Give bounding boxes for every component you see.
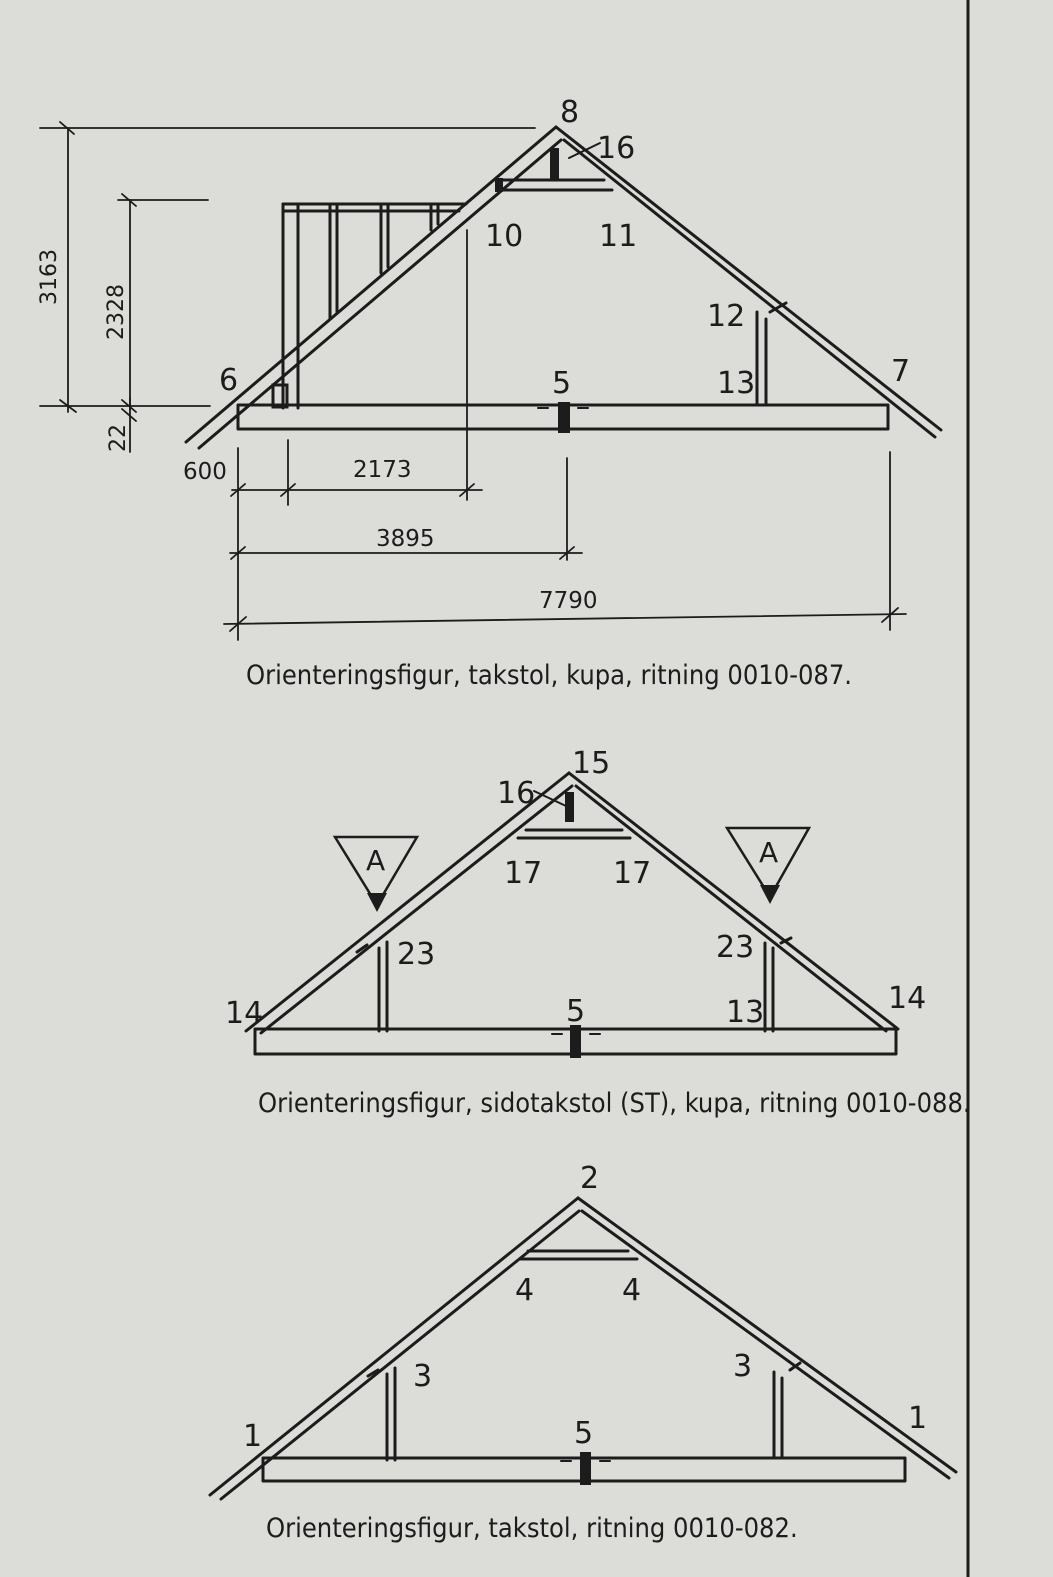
dimension-kupa-width: 2173 bbox=[353, 457, 412, 483]
part-label: 23 bbox=[716, 930, 754, 965]
part-label: 5 bbox=[566, 994, 585, 1029]
part-label: 23 bbox=[397, 937, 435, 972]
section-marker-left bbox=[332, 835, 420, 912]
part-label: 4 bbox=[622, 1273, 641, 1308]
part-label: 4 bbox=[515, 1273, 534, 1308]
section-marker-right bbox=[724, 826, 812, 904]
truss-figure-standard bbox=[208, 1196, 958, 1501]
part-label: 2 bbox=[580, 1161, 599, 1196]
section-marker-label: A bbox=[366, 844, 385, 877]
dimension-height-total: 3163 bbox=[37, 249, 62, 305]
part-label: 14 bbox=[888, 981, 926, 1016]
dimension-height-base: 22 bbox=[106, 424, 131, 452]
part-label: 1 bbox=[908, 1401, 927, 1436]
figure-caption: Orienteringsfigur, takstol, kupa, ritnin… bbox=[246, 660, 852, 691]
part-label: 8 bbox=[560, 95, 579, 130]
dimension-span: 7790 bbox=[539, 588, 598, 614]
part-label: 6 bbox=[219, 363, 238, 398]
part-label: 13 bbox=[717, 366, 755, 401]
part-label: 11 bbox=[599, 219, 637, 254]
part-label: 15 bbox=[572, 746, 610, 781]
truss-figure-kupa bbox=[39, 121, 943, 641]
figure-caption: Orienteringsfigur, sidotakstol (ST), kup… bbox=[258, 1088, 971, 1119]
part-label: 3 bbox=[413, 1359, 432, 1394]
part-label: 16 bbox=[597, 131, 635, 166]
part-label: 14 bbox=[225, 996, 263, 1031]
part-label: 12 bbox=[707, 299, 745, 334]
part-label: 1 bbox=[243, 1419, 262, 1454]
part-label: 5 bbox=[552, 366, 571, 401]
part-label: 13 bbox=[726, 995, 764, 1030]
part-label: 7 bbox=[891, 354, 910, 389]
dimension-overhang: 600 bbox=[183, 459, 227, 485]
part-label: 5 bbox=[574, 1416, 593, 1451]
figure-caption: Orienteringsfigur, takstol, ritning 0010… bbox=[266, 1513, 798, 1544]
dimension-half-span: 3895 bbox=[376, 526, 435, 552]
truss-figure-side bbox=[244, 771, 900, 1058]
part-label: 17 bbox=[613, 856, 651, 891]
part-label: 3 bbox=[733, 1349, 752, 1384]
part-label: 16 bbox=[497, 776, 535, 811]
part-label: 17 bbox=[504, 856, 542, 891]
dimension-height-kupa: 2328 bbox=[104, 284, 129, 340]
section-marker-label: A bbox=[759, 836, 778, 869]
part-label: 10 bbox=[485, 219, 523, 254]
